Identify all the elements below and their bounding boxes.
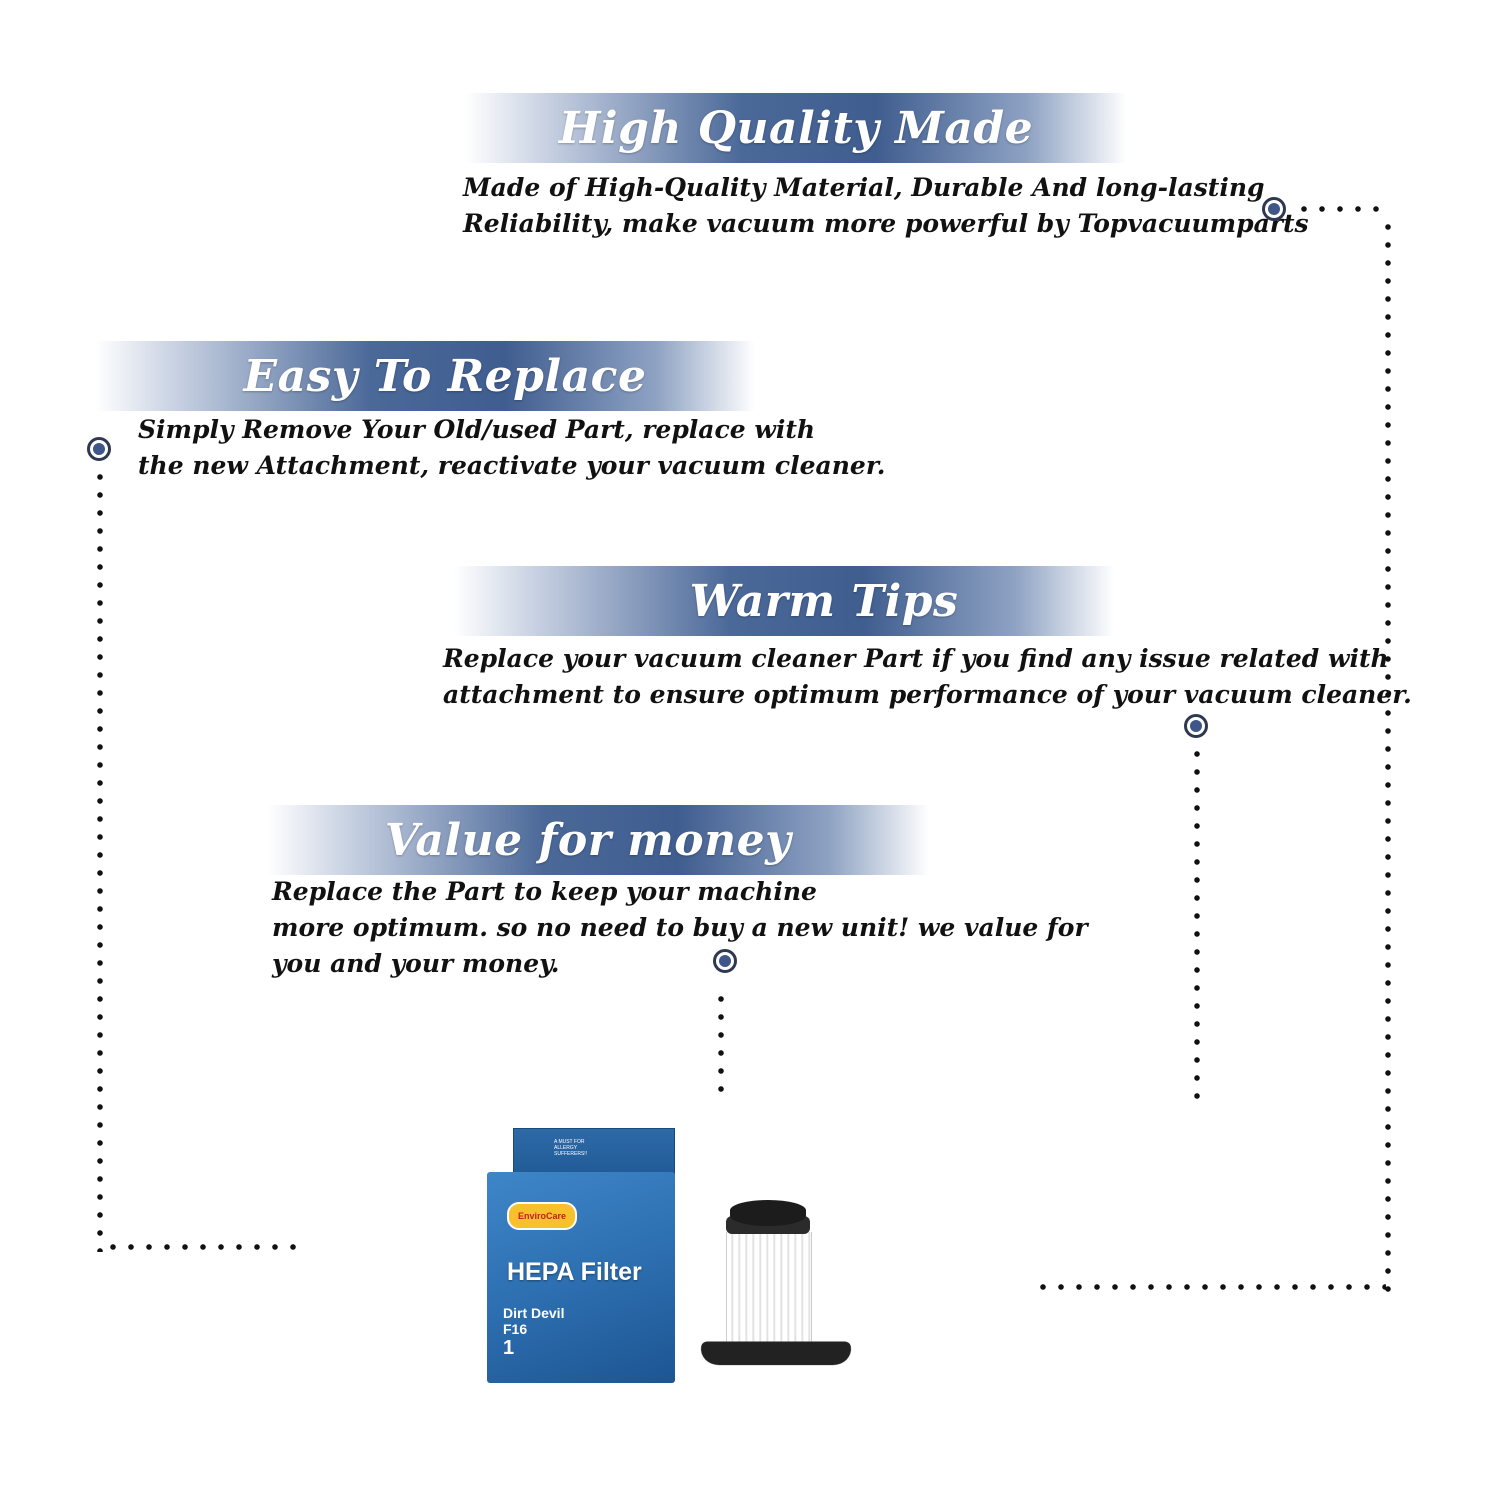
dotted-connector [718, 990, 724, 1092]
filter-pleats [726, 1232, 812, 1348]
feature-title-warm-tips: Warm Tips [689, 575, 959, 627]
dotted-connector [104, 1244, 300, 1250]
connector-dot-icon [87, 437, 111, 461]
filter-base [697, 1341, 855, 1366]
hepa-filter-cartridge [697, 1200, 855, 1380]
feature-title-easy-replace: Easy To Replace [243, 350, 647, 402]
product-box-top: A MUST FOR ALLERGY SUFFERERS!! [513, 1128, 675, 1180]
feature-line: more optimum. so no need to buy a new un… [272, 913, 1088, 942]
feature-line: Replace your vacuum cleaner Part if you … [443, 644, 1389, 673]
brand-logo: EnviroCare [507, 1202, 577, 1230]
model-number: F16 [503, 1321, 528, 1337]
feature-title-value-money: Value for money [384, 814, 792, 866]
connector-dot-icon [1184, 714, 1208, 738]
connector-dot-icon [1262, 197, 1286, 221]
feature-line: Replace the Part to keep your machine [272, 877, 817, 906]
banner-easy-replace: Easy To Replace [95, 341, 755, 411]
model-brand: Dirt Devil [503, 1305, 565, 1321]
banner-warm-tips: Warm Tips [454, 566, 1114, 636]
box-tagline: A MUST FOR ALLERGY SUFFERERS!! [554, 1139, 588, 1157]
dotted-connector [97, 468, 103, 1252]
product-box: A MUST FOR ALLERGY SUFFERERS!! EnviroCar… [487, 1128, 675, 1383]
feature-text-easy-replace: Simply Remove Your Old/used Part, replac… [138, 412, 885, 484]
product-model: Dirt Devil F16 1 [503, 1305, 564, 1359]
banner-high-quality: High Quality Made [465, 93, 1127, 163]
feature-text-value-money: Replace the Part to keep your machine mo… [272, 874, 1088, 982]
dotted-connector [1034, 1284, 1386, 1290]
feature-line: attachment to ensure optimum performance… [443, 680, 1412, 709]
filter-cap [730, 1200, 806, 1226]
banner-value-money: Value for money [267, 805, 929, 875]
feature-line: Simply Remove Your Old/used Part, replac… [138, 415, 816, 444]
product-name: HEPA Filter [507, 1258, 642, 1286]
feature-line: Reliability, make vacuum more powerful b… [463, 209, 1309, 238]
product-box-front: EnviroCare HEPA Filter Dirt Devil F16 1 [487, 1172, 675, 1383]
feature-text-high-quality: Made of High-Quality Material, Durable A… [463, 170, 1309, 242]
feature-line: the new Attachment, reactivate your vacu… [138, 451, 886, 480]
feature-line: you and your money. [272, 949, 560, 978]
connector-dot-icon [713, 949, 737, 973]
dotted-connector [1385, 218, 1391, 1292]
feature-title-high-quality: High Quality Made [558, 102, 1034, 154]
dotted-connector [1194, 745, 1200, 1109]
feature-text-warm-tips: Replace your vacuum cleaner Part if you … [443, 641, 1412, 713]
product-count: 1 [503, 1337, 515, 1359]
dotted-connector [1295, 206, 1391, 212]
feature-line: Made of High-Quality Material, Durable A… [463, 173, 1265, 202]
